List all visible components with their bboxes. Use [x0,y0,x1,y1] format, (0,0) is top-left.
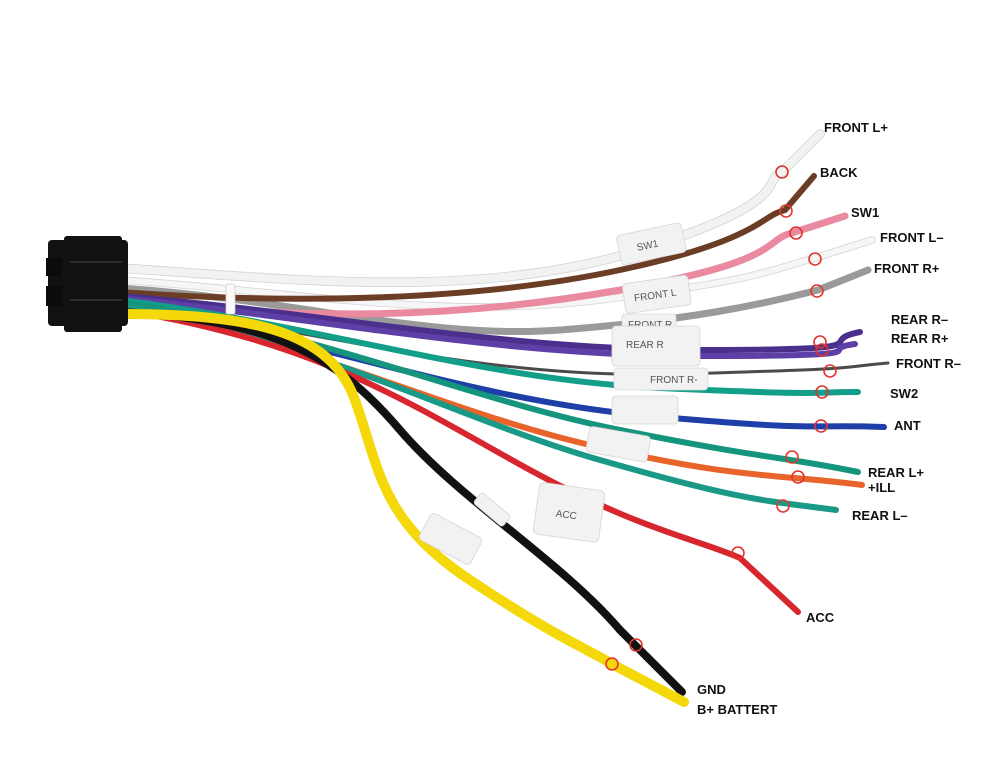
sleeve-label: REAR R [626,340,664,351]
marker [815,385,829,399]
sleeve-body [616,222,687,266]
wire-front-l-plus [116,130,824,287]
marker [785,450,799,464]
label-rear-l-minus: REAR L– [852,508,908,523]
wire-outline [115,129,825,288]
zip-tie [225,283,236,315]
wire-labels: FRONT L+ BACK SW1 FRONT L– FRONT R+ REAR… [697,120,961,717]
label-acc: ACC [806,610,835,625]
label-front-l-plus: FRONT L+ [824,120,888,135]
label-front-l-minus: FRONT L– [880,230,944,245]
sleeve-label: SW1 [636,238,660,253]
label-front-r-plus: FRONT R+ [874,261,940,276]
wire-back [117,173,817,302]
wire-tag-blank [473,492,511,527]
sleeve-body [611,325,701,367]
label-ant: ANT [894,418,921,433]
sleeve-body [418,513,483,565]
harness-connector [46,236,236,332]
wire-tag-acc: ACC [533,482,606,543]
marker [629,638,643,652]
marker [779,204,793,218]
marker [731,546,745,560]
marker [814,419,828,433]
marker [813,335,827,349]
label-b-plus: B+ BATTERT [697,702,777,717]
wire-tag-rear-r: REAR R [611,325,701,367]
connector-rib [46,258,62,276]
sleeve-body [622,274,692,314]
sleeve-body [533,482,606,543]
marker [789,226,803,240]
wire-tag-blank [585,426,651,463]
wire-tag-front-r-minus: FRONT R- [613,367,709,391]
wire-acc [117,307,801,615]
label-rear-l-plus: REAR L+ [868,465,924,480]
sleeve-label: ACC [555,509,577,523]
wire-b-plus [115,309,689,707]
sleeve-body [611,395,679,425]
marker [791,470,805,484]
marker [823,364,837,378]
label-front-r-minus: FRONT R– [896,356,961,371]
marker [605,657,619,671]
wire-tag-blank [418,513,483,565]
label-ill: +ILL [868,480,895,495]
sleeve-body [613,367,709,391]
wires [115,129,890,707]
marker [810,284,824,298]
wire-tag-sleeves: SW1 FRONT L FRONT R REAR R FRONT R- ACC [418,222,709,565]
connector-rib [46,286,62,306]
connector-face [64,236,122,332]
wire-front-r-plus [116,266,872,336]
wire-front-l-minus [117,237,875,310]
label-rear-r-plus: REAR R+ [891,331,949,346]
wire-tag-front-l: FRONT L [622,274,692,314]
wire-markers [605,165,837,671]
marker [776,499,790,513]
sleeve-body [473,492,511,527]
marker [808,252,822,266]
wire-tag-sw1: SW1 [616,222,687,266]
marker [775,165,789,179]
sleeve-label: FRONT R- [650,375,698,386]
sleeve-body [585,426,651,463]
label-sw1: SW1 [851,205,879,220]
wire-gnd [116,308,686,696]
sleeve-label: FRONT R [628,320,672,331]
label-gnd: GND [697,682,726,697]
wire-tag-blank [611,395,679,425]
marker [815,343,829,357]
label-rear-r-minus: REAR R– [891,312,948,327]
label-sw2: SW2 [890,386,918,401]
label-back: BACK [820,165,858,180]
